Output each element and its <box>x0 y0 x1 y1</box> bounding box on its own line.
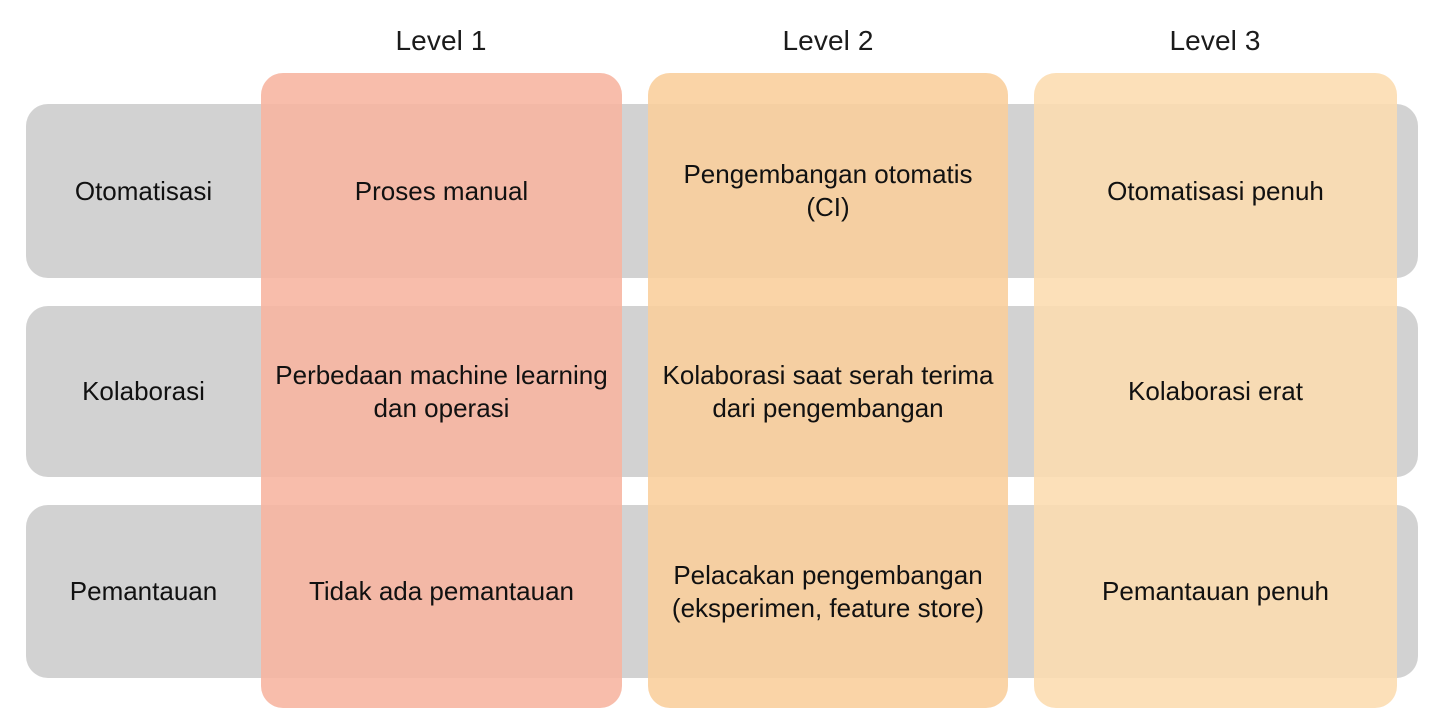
row-label-kolaborasi: Kolaborasi <box>82 376 205 407</box>
column-band-level-1 <box>261 73 622 708</box>
row-label-pemantauan: Pemantauan <box>69 576 218 607</box>
cell-kolaborasi-level-3: Kolaborasi erat <box>1128 376 1303 407</box>
cell-otomatisasi-level-2: Pengembangan otomatis (CI) <box>683 159 973 222</box>
cell-pemantauan-level-3: Pemantauan penuh <box>1102 576 1329 607</box>
column-band-level-2 <box>648 73 1008 708</box>
column-header-level-2: Level 2 <box>782 25 874 56</box>
column-header-level-3: Level 3 <box>1169 25 1261 56</box>
cell-pemantauan-level-1: Tidak ada pemantauan <box>308 576 574 607</box>
cell-kolaborasi-level-2: Kolaborasi saat serah terima dari pengem… <box>662 359 994 423</box>
column-header-level-1: Level 1 <box>395 25 487 56</box>
cell-pemantauan-level-2: Pelacakan pengembangan (eksperimen, feat… <box>671 559 985 623</box>
cell-otomatisasi-level-1: Proses manual <box>354 175 529 206</box>
row-label-otomatisasi: Otomatisasi <box>74 175 213 206</box>
cell-otomatisasi-level-3: Otomatisasi penuh <box>1107 175 1324 206</box>
cell-kolaborasi-level-1: Perbedaan machine learning dan operasi <box>275 359 608 423</box>
column-band-level-3 <box>1034 73 1397 708</box>
